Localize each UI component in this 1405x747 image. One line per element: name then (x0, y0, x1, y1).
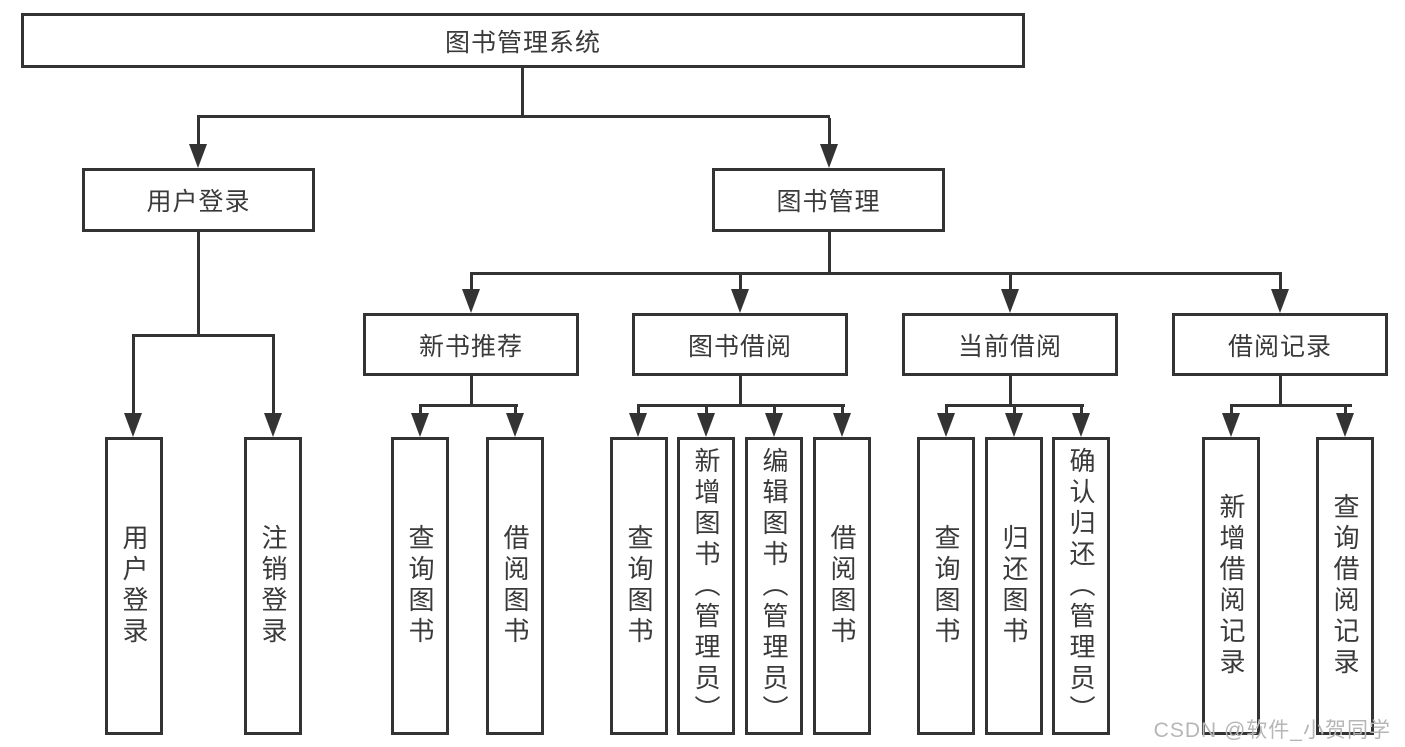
connector-newbook-vline (470, 376, 473, 406)
node-leaf-user-login: 用户登录 (105, 437, 163, 735)
arrow-down-icon (462, 289, 480, 313)
leaf-label: 查询借阅记录 (1330, 493, 1360, 679)
connector-mgmt-arrow2-shaft (739, 275, 742, 289)
arrow-down-icon (124, 413, 142, 437)
arrow-down-icon (765, 413, 783, 437)
connector-borrow-arrow3-shaft (773, 407, 776, 413)
connector-login-vline (197, 232, 200, 336)
node-current-borrow: 当前借阅 (902, 313, 1118, 376)
leaf-label: 用户登录 (119, 524, 149, 648)
arrow-down-icon (1336, 413, 1354, 437)
arrow-down-icon (697, 413, 715, 437)
node-borrow-records: 借阅记录 (1172, 313, 1388, 376)
node-new-book-recommend: 新书推荐 (363, 313, 579, 376)
node-book-borrow-label: 图书借阅 (687, 332, 792, 361)
node-leaf-current-query: 查询图书 (917, 437, 975, 735)
arrow-down-icon (1271, 289, 1289, 313)
connector-borrow-vline (739, 376, 742, 406)
connector-newbook-arrow1-shaft (419, 407, 422, 413)
connector-root-hline (197, 115, 830, 118)
node-root-label: 图书管理系统 (444, 28, 601, 57)
leaf-label: 查询图书 (405, 524, 435, 648)
node-leaf-current-confirm: 确认归还（管理员） (1052, 437, 1110, 735)
node-leaf-newbook-query: 查询图书 (391, 437, 449, 735)
leaf-label: 新增图书（管理员） (691, 446, 721, 726)
connector-records-hline (1230, 404, 1352, 407)
arrow-down-icon (1001, 289, 1019, 313)
connector-mgmt-arrow4-shaft (1279, 275, 1282, 289)
connector-current-vline (1009, 376, 1012, 406)
node-book-management-label: 图书管理 (776, 188, 881, 216)
arrow-down-icon (1005, 413, 1023, 437)
connector-current-arrow2-shaft (1013, 407, 1016, 413)
connector-current-hline (945, 404, 1084, 407)
arrow-down-icon (411, 413, 429, 437)
connector-root-arrow2-shaft (828, 118, 831, 144)
connector-borrow-arrow4-shaft (841, 407, 844, 413)
leaf-label: 查询图书 (931, 524, 961, 648)
leaf-label: 新增借阅记录 (1216, 493, 1246, 679)
connector-records-arrow2-shaft (1344, 407, 1347, 413)
node-borrow-records-label: 借阅记录 (1227, 332, 1332, 361)
arrow-down-icon (1222, 413, 1240, 437)
node-current-borrow-label: 当前借阅 (957, 332, 1062, 361)
connector-records-arrow1-shaft (1230, 407, 1233, 413)
node-leaf-borrow-borrow: 借阅图书 (813, 437, 871, 735)
node-leaf-records-add: 新增借阅记录 (1202, 437, 1260, 735)
arrow-down-icon (833, 413, 851, 437)
arrow-down-icon (506, 413, 524, 437)
connector-root-vline (521, 68, 524, 118)
leaf-label: 注销登录 (258, 524, 288, 648)
node-root: 图书管理系统 (21, 13, 1025, 68)
leaf-label: 借阅图书 (500, 524, 530, 648)
arrow-down-icon (264, 413, 282, 437)
connector-newbook-hline (419, 404, 518, 407)
node-user-login: 用户登录 (82, 168, 315, 232)
connector-current-arrow3-shaft (1080, 407, 1083, 413)
node-book-management: 图书管理 (712, 168, 945, 232)
arrow-down-icon (937, 413, 955, 437)
leaf-label: 查询图书 (624, 524, 654, 648)
connector-borrow-arrow2-shaft (705, 407, 708, 413)
connector-borrow-hline (637, 404, 845, 407)
connector-mgmt-arrow3-shaft (1009, 275, 1012, 289)
arrow-down-icon (189, 144, 207, 168)
node-leaf-borrow-edit: 编辑图书（管理员） (745, 437, 803, 735)
node-leaf-newbook-borrow: 借阅图书 (486, 437, 544, 735)
connector-login-arrow2-shaft (272, 337, 275, 413)
connector-mgmt-vline (828, 232, 831, 274)
node-leaf-borrow-query: 查询图书 (610, 437, 668, 735)
connector-mgmt-hline (470, 272, 1282, 275)
arrow-down-icon (731, 289, 749, 313)
node-book-borrow: 图书借阅 (632, 313, 848, 376)
leaf-label: 归还图书 (999, 524, 1029, 648)
connector-login-arrow1-shaft (132, 337, 135, 413)
csdn-watermark: CSDN @软件_小贺同学 (1153, 719, 1391, 742)
leaf-label: 编辑图书（管理员） (759, 446, 789, 726)
node-leaf-borrow-add: 新增图书（管理员） (677, 437, 735, 735)
arrow-down-icon (629, 413, 647, 437)
leaf-label: 借阅图书 (827, 524, 857, 648)
arrow-down-icon (820, 144, 838, 168)
node-leaf-logout: 注销登录 (244, 437, 302, 735)
connector-login-hline (132, 334, 275, 337)
node-new-book-recommend-label: 新书推荐 (418, 332, 523, 361)
leaf-label: 确认归还（管理员） (1066, 446, 1096, 726)
connector-root-arrow1-shaft (197, 118, 200, 144)
node-leaf-records-query: 查询借阅记录 (1316, 437, 1374, 735)
connector-borrow-arrow1-shaft (637, 407, 640, 413)
node-leaf-current-return: 归还图书 (985, 437, 1043, 735)
connector-mgmt-arrow1-shaft (470, 275, 473, 289)
connector-newbook-arrow2-shaft (514, 407, 517, 413)
arrow-down-icon (1072, 413, 1090, 437)
connector-records-vline (1279, 376, 1282, 406)
connector-current-arrow1-shaft (945, 407, 948, 413)
node-user-login-label: 用户登录 (146, 188, 251, 216)
